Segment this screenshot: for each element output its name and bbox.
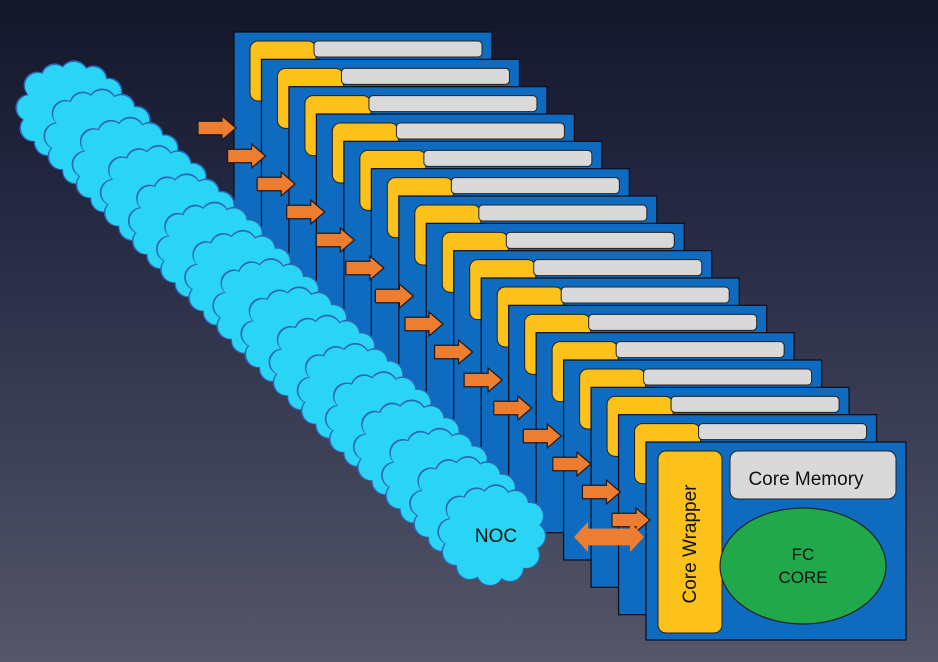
- core-memory-label: Core Memory: [748, 469, 864, 490]
- core-wrapper-block: [657, 450, 723, 634]
- core-memory-block: [505, 231, 675, 249]
- core-memory-block: [478, 204, 648, 222]
- fc-core-label-line1: FC: [792, 545, 815, 564]
- core-tile: [645, 441, 907, 641]
- core-wrapper-label: Core Wrapper: [680, 484, 701, 604]
- core-memory-block: [450, 177, 620, 195]
- noc-arrow: [404, 310, 444, 338]
- core-memory-block: [533, 259, 703, 277]
- noc-arrow: [611, 506, 651, 534]
- noc-arrow: [374, 282, 415, 310]
- core-memory-block: [729, 450, 897, 500]
- core-memory-block: [395, 122, 565, 140]
- core-memory-block: [340, 67, 510, 85]
- noc-label: NOC: [475, 526, 517, 547]
- core-tile-stack: [233, 31, 907, 641]
- core-memory-block: [698, 423, 868, 441]
- noc-arrow: [433, 338, 474, 366]
- core-memory-block: [643, 368, 813, 386]
- core-memory-block: [588, 313, 758, 331]
- noc-to-core-arrows: [197, 114, 651, 552]
- core-memory-block: [368, 95, 538, 113]
- core-memory-block: [423, 149, 593, 167]
- noc-arrow: [345, 254, 385, 282]
- fc-core-ellipse: [719, 507, 887, 625]
- core-memory-block: [313, 40, 483, 58]
- noc-arrow: [522, 422, 563, 450]
- noc-arrow: [197, 114, 237, 142]
- core-memory-block: [670, 395, 840, 413]
- noc-arrow: [286, 198, 326, 226]
- core-memory-block: [560, 286, 730, 304]
- noc-arrow: [315, 226, 356, 254]
- noc-arrow: [463, 366, 504, 394]
- noc-arrow: [493, 394, 533, 422]
- noc-arrow: [581, 478, 622, 506]
- noc-arrow: [226, 142, 267, 170]
- noc-arrow: [256, 170, 297, 198]
- noc-arrow: [552, 450, 592, 478]
- fc-core-label-line2: CORE: [778, 568, 827, 587]
- front-core-tile: Core Memory Core Wrapper FC CORE: [680, 469, 864, 603]
- noc-core-double-arrow: [574, 522, 644, 552]
- core-memory-block: [615, 341, 785, 359]
